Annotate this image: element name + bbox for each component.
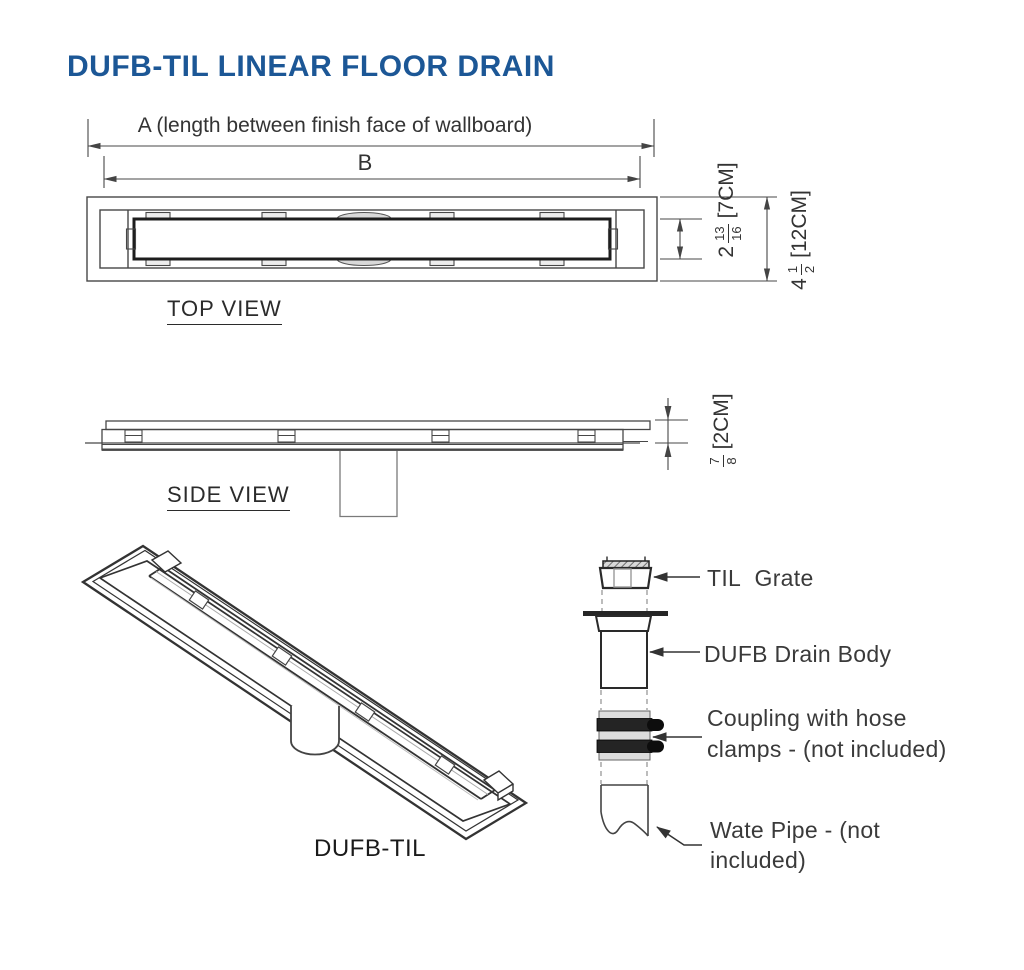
dimension-a-label: A (length between finish face of wallboa… [137,114,533,137]
callout-coupling-line1: Coupling with hose [707,705,907,731]
iso-outlet-cylinder [290,706,340,756]
clamp-bolt-lower [647,740,664,753]
dashed-connectors [600,590,648,784]
drain-body-neck [594,615,653,632]
iso-endcap-right [482,770,515,802]
drain-body [600,630,648,689]
callout-leaders [649,572,702,846]
callout-coupling: Coupling with hose clamps - (not include… [707,703,947,765]
top-view-channel [99,209,645,269]
side-view-caption: SIDE VIEW [167,482,290,511]
callout-waste-pipe: Wate Pipe - (not included) [710,815,880,875]
iso-rim [91,549,520,832]
dimension-b-label: B [357,150,373,175]
component-stack [583,556,668,837]
dim-metric: [7CM] [715,162,738,219]
dim-whole: 4 [788,278,811,290]
callout-til-grate: TIL Grate [707,565,814,591]
dim-metric: [12CM] [788,190,811,258]
leader-pipe [656,826,702,846]
side-view-dimensions [655,398,688,470]
iso-endcap-left [150,550,183,573]
iso-clips [188,590,456,775]
dim-arrow-down [664,406,672,420]
grate-notch [613,568,632,588]
side-view-body [101,428,624,451]
callout-pipe-line1: Wate Pipe - (not [710,817,881,843]
side-view-grate-top [105,420,651,431]
iso-outer-flange [80,544,529,841]
top-view-drawing [86,196,658,282]
clamp-bolt-upper [647,719,664,731]
top-view-outer-frame [86,196,658,282]
callout-dufb-drain-body: DUFB Drain Body [704,641,892,667]
hose-clamp-lower [596,739,653,753]
side-view-pipe [339,451,398,518]
top-view-caption: TOP VIEW [167,296,282,325]
grate-frame [132,217,612,261]
top-view-dimensions [87,119,777,282]
waste-pipe [600,784,649,837]
drain-body-flange [583,611,668,616]
page-title: DUFB-TIL LINEAR FLOOR DRAIN [67,50,555,83]
dim-arrow-up [664,443,672,457]
hose-clamp-upper [596,718,653,732]
dim-metric: [2CM] [710,393,733,450]
isometric-drawing [80,544,529,841]
dim-whole: 2 [715,245,738,258]
isometric-caption: DUFB-TIL [314,835,426,862]
side-view-clips [124,429,596,443]
iso-opening [98,560,512,822]
callout-pipe-line2: included) [710,847,807,873]
callout-coupling-line2: clamps - (not included) [707,736,947,762]
side-view-drawing [85,420,651,518]
